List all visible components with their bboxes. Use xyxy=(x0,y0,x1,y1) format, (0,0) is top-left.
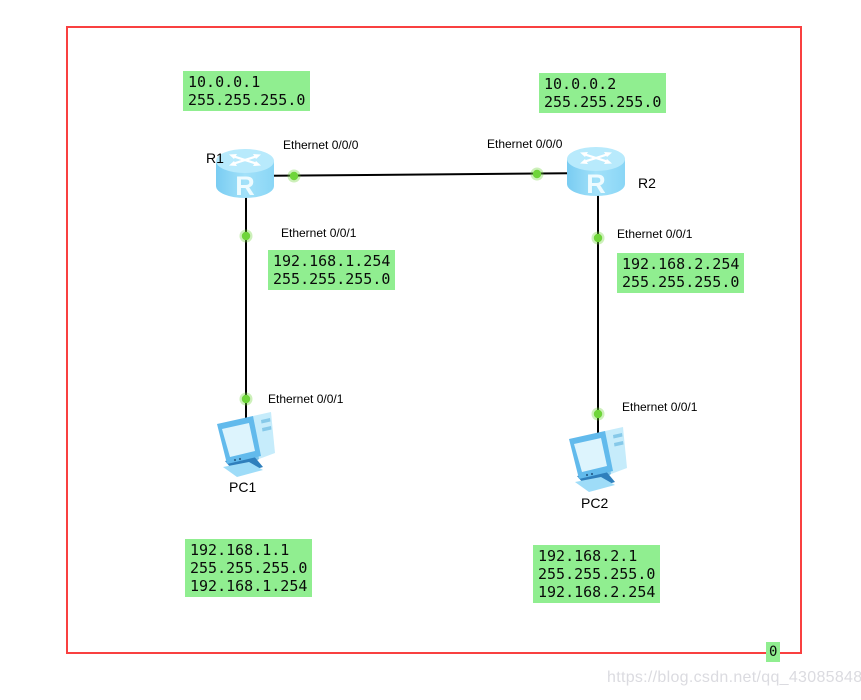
pc-tower-vent xyxy=(613,433,623,439)
router-arrows-icon xyxy=(580,152,612,164)
pc-button xyxy=(238,457,242,461)
interface-label-r2-e001: Ethernet 0/0/1 xyxy=(617,227,693,241)
ip-note-pc1[interactable]: 192.168.1.1 255.255.255.0 192.168.1.254 xyxy=(185,539,313,597)
indicator-pc2-e001 xyxy=(593,409,603,419)
ip-line: 192.168.1.1 xyxy=(190,541,290,559)
interface-label-r2-e000: Ethernet 0/0/0 xyxy=(487,137,563,151)
pc-button xyxy=(233,458,237,462)
ip-note-r2-wan[interactable]: 10.0.0.2 255.255.255.0 xyxy=(539,73,667,113)
indicator-r2-e001 xyxy=(593,233,603,243)
ip-line: 255.255.255.0 xyxy=(190,559,308,577)
ip-note-r2-lan[interactable]: 192.168.2.254 255.255.255.0 xyxy=(617,253,745,293)
ip-line: 192.168.2.254 xyxy=(622,255,740,273)
device-r2[interactable]: R xyxy=(565,145,627,204)
pc-icon xyxy=(217,412,275,477)
pc-tower-vent xyxy=(614,441,624,447)
indicator-pc1-e001 xyxy=(241,394,251,404)
ip-line: 255.255.255.0 xyxy=(273,270,391,288)
selection-rectangle xyxy=(66,26,802,654)
router-letter: R xyxy=(235,171,255,201)
router-icon: R xyxy=(216,149,274,201)
device-label-pc2: PC2 xyxy=(581,495,609,511)
router-letter: R xyxy=(586,169,606,199)
device-label-pc1: PC1 xyxy=(229,479,257,495)
ip-line: 255.255.255.0 xyxy=(622,273,740,291)
indicator-r2-e000 xyxy=(532,169,542,179)
router-icon: R xyxy=(567,147,625,199)
device-pc2[interactable] xyxy=(563,424,631,501)
pc-tower-vent xyxy=(262,426,272,432)
ip-note-r1-wan[interactable]: 10.0.0.1 255.255.255.0 xyxy=(183,71,311,111)
ip-line: 192.168.2.254 xyxy=(538,583,656,601)
pc-screen xyxy=(222,423,255,457)
pc-icon xyxy=(569,427,627,492)
pc-screen xyxy=(574,438,607,472)
pc-base xyxy=(575,477,615,492)
interface-label-pc1-e001: Ethernet 0/0/1 xyxy=(268,392,344,406)
ip-line: 10.0.0.2 xyxy=(544,75,617,93)
ip-note-r1-lan[interactable]: 192.168.1.254 255.255.255.0 xyxy=(268,250,396,290)
device-label-r1: R1 xyxy=(206,150,224,166)
indicator-r1-e001 xyxy=(241,231,251,241)
ip-note-pc2[interactable]: 192.168.2.1 255.255.255.0 192.168.2.254 xyxy=(533,545,661,603)
interface-label-r1-e001: Ethernet 0/0/1 xyxy=(281,226,357,240)
interface-up-indicators xyxy=(239,167,605,421)
device-r1[interactable]: R xyxy=(214,147,276,206)
ip-line: 255.255.255.0 xyxy=(538,565,656,583)
pc-button xyxy=(585,473,589,477)
ip-line: 255.255.255.0 xyxy=(188,91,306,109)
pc-base xyxy=(223,462,263,477)
interface-label-pc2-e001: Ethernet 0/0/1 xyxy=(622,400,698,414)
ip-line: 255.255.255.0 xyxy=(544,93,662,111)
indicator-r1-e000 xyxy=(289,171,299,181)
counter-badge[interactable]: 0 xyxy=(766,642,781,662)
device-pc1[interactable] xyxy=(211,409,279,486)
ip-line: 192.168.1.254 xyxy=(190,577,308,595)
ip-line: 192.168.1.254 xyxy=(273,252,391,270)
device-label-r2: R2 xyxy=(638,175,656,191)
watermark-text: https://blog.csdn.net/qq_43085848 xyxy=(607,669,861,686)
ip-line: 192.168.2.1 xyxy=(538,547,638,565)
interface-label-r1-e000: Ethernet 0/0/0 xyxy=(283,138,359,152)
pc-button xyxy=(590,472,594,476)
ip-line: 10.0.0.1 xyxy=(188,73,261,91)
router-arrows-icon xyxy=(229,154,261,166)
pc-tower-vent xyxy=(261,418,271,424)
